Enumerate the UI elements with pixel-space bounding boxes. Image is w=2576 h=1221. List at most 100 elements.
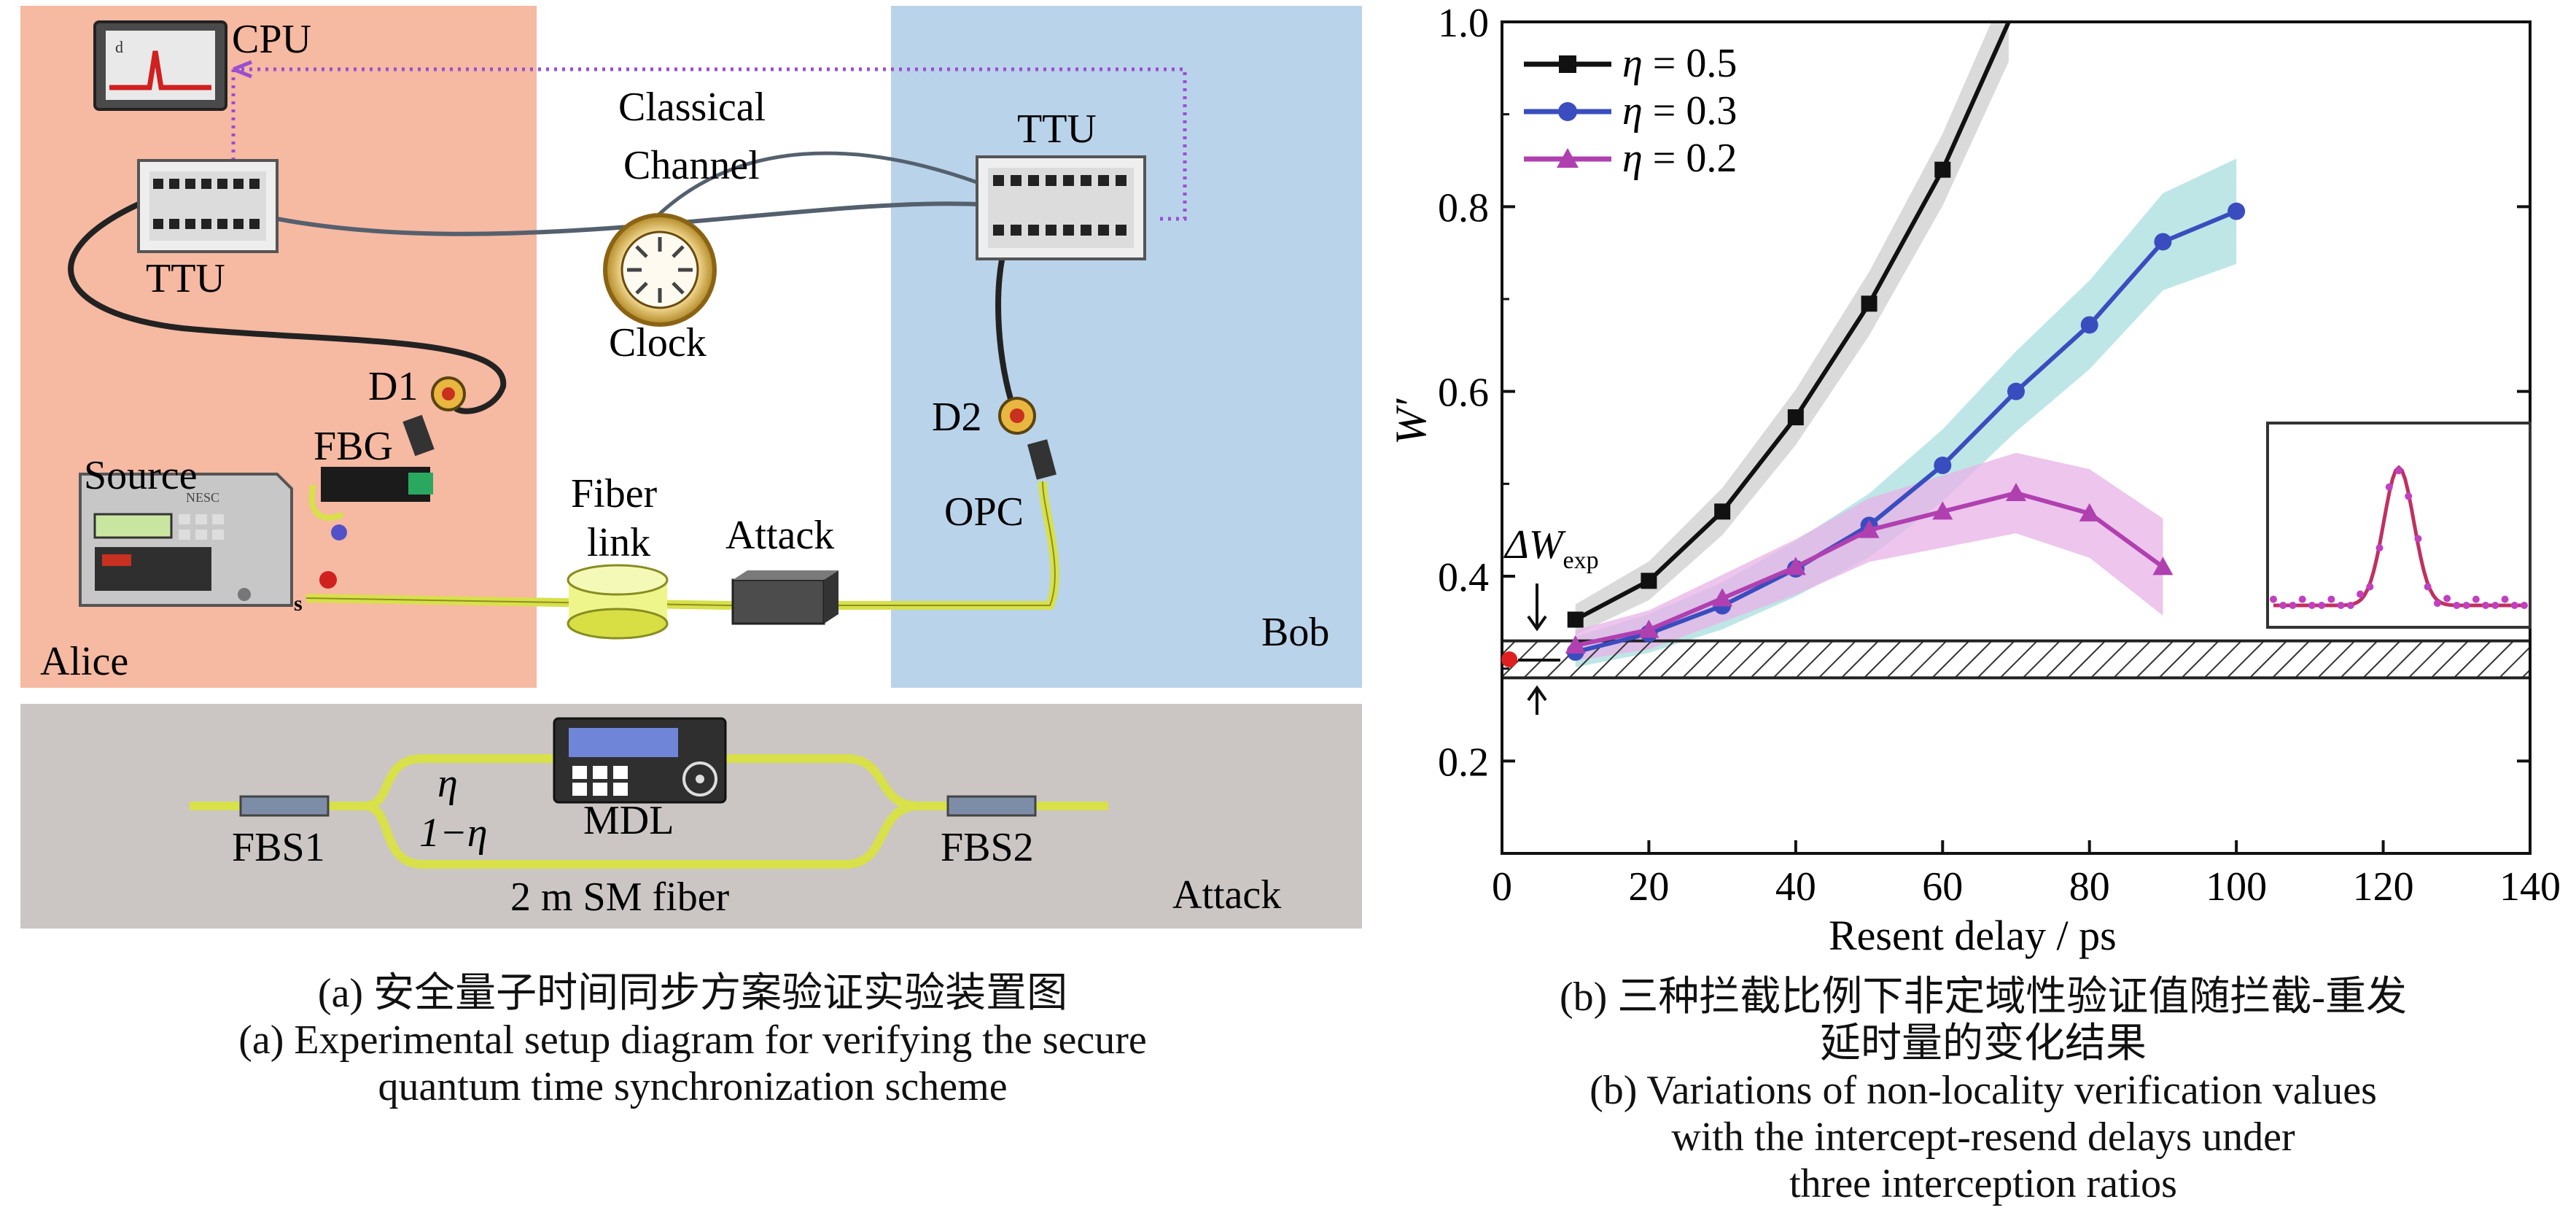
cpu-label: CPU xyxy=(232,17,311,62)
caption-b-line-1: (b) 三种拦截比例下非定域性验证值随拦截-重发 xyxy=(1560,974,2407,1020)
x-tick-label: 120 xyxy=(2353,864,2414,910)
x-tick-label: 100 xyxy=(2206,864,2267,910)
x-tick-label: 80 xyxy=(2069,864,2110,910)
y-tick-label: 1.0 xyxy=(1438,1,1489,46)
marker-square xyxy=(1861,295,1877,312)
d2-cable xyxy=(995,239,1016,410)
classical-label: Classical xyxy=(618,85,766,130)
attack-box xyxy=(731,570,838,625)
clock-icon xyxy=(603,213,717,327)
ttu-clock-cable xyxy=(633,151,978,242)
caption-a: (a) 安全量子时间同步方案验证实验装置图 (a) Experimental s… xyxy=(73,970,1312,1110)
d1-detector xyxy=(402,376,466,457)
caption-b: (b) 三种拦截比例下非定域性验证值随拦截-重发 延时量的变化结果 (b) Va… xyxy=(1415,974,2552,1207)
link-label: link xyxy=(587,520,650,565)
inset-point xyxy=(2366,583,2374,591)
bob-label: Bob xyxy=(1261,610,1329,655)
fbg-module xyxy=(321,467,433,502)
source-brand: NESC xyxy=(186,490,219,505)
marker-triangle xyxy=(2006,483,2026,501)
x-tick-label: 0 xyxy=(1492,864,1512,910)
delta-w-label: ΔWexp xyxy=(1503,522,1599,574)
inset-point xyxy=(2521,602,2528,609)
bob-region xyxy=(891,6,1362,688)
fiber-link-spool xyxy=(567,564,669,640)
caption-b-line-5: three interception ratios xyxy=(1789,1161,2177,1206)
d1-label: D1 xyxy=(368,364,418,409)
inset-point xyxy=(2405,492,2413,500)
legend-entry-eta-05: η = 0.5 xyxy=(1622,41,1737,86)
inset-point xyxy=(2501,595,2509,603)
inset-point xyxy=(2453,602,2461,609)
marker-square xyxy=(1934,161,1951,178)
eta-label: η xyxy=(437,761,458,806)
inset-point xyxy=(2385,483,2393,491)
inset-point xyxy=(2424,583,2432,591)
inset-point xyxy=(2318,602,2326,609)
fbs1-label: FBS1 xyxy=(232,825,325,870)
data-series xyxy=(1565,22,2246,661)
marker-triangle xyxy=(1638,619,1659,638)
inset-point xyxy=(2395,467,2402,475)
marker-triangle xyxy=(2152,557,2174,575)
inset-point xyxy=(2443,594,2451,602)
cpu-link xyxy=(233,60,252,79)
one-minus-eta-label: 1−η xyxy=(419,810,488,856)
marker-circle xyxy=(2080,316,2098,334)
inset-point xyxy=(2482,602,2490,609)
marker-square xyxy=(1714,503,1731,520)
marker-triangle xyxy=(1712,588,1733,607)
marker-circle xyxy=(1934,457,1952,474)
opc-label: OPC xyxy=(944,489,1024,535)
caption-a-line-2: (a) Experimental setup diagram for verif… xyxy=(238,1018,1147,1063)
inset-point xyxy=(2357,590,2365,598)
legend-marker-square xyxy=(1559,55,1576,73)
sm-fiber-label: 2 m SM fiber xyxy=(510,875,730,920)
inset-point xyxy=(2433,600,2441,608)
alice-label: Alice xyxy=(40,639,128,684)
fiber-label: Fiber xyxy=(571,471,658,516)
x-axis-label: Resent delay / ps xyxy=(1829,912,2117,959)
marker-triangle xyxy=(2079,503,2100,522)
marker-triangle xyxy=(1565,635,1586,654)
source-red-dot xyxy=(319,571,337,589)
red-initial-point xyxy=(1501,651,1518,667)
inset-point xyxy=(2327,595,2335,603)
inset-point xyxy=(2279,602,2287,609)
y-tick-label: 0.8 xyxy=(1438,185,1489,230)
inset-point xyxy=(2472,595,2480,603)
inset-point xyxy=(2337,602,2345,609)
ttu-left-box xyxy=(137,159,279,253)
inset-point xyxy=(2346,602,2354,609)
caption-a-line-3: quantum time synchronization scheme xyxy=(378,1064,1008,1109)
series-line-1 xyxy=(1574,209,2238,654)
band-1 xyxy=(1575,158,2237,667)
x-tick-label: 60 xyxy=(1922,864,1963,910)
attack-box-label: Attack xyxy=(725,513,834,558)
ttu-right-label: TTU xyxy=(1017,106,1097,152)
d1-cable xyxy=(68,201,507,414)
marker-circle xyxy=(2007,382,2025,400)
attack-region-label: Attack xyxy=(1172,872,1281,918)
inset-point xyxy=(2510,602,2518,609)
classical-link xyxy=(233,67,1187,221)
svg-text:d: d xyxy=(115,38,123,56)
y-tick-label: 0.2 xyxy=(1438,740,1489,785)
channel-label: Channel xyxy=(623,143,760,188)
inset-plot xyxy=(2266,422,2532,629)
inset-point xyxy=(2289,602,2297,609)
inset-point xyxy=(2298,595,2306,603)
ttu-left-label: TTU xyxy=(146,256,225,301)
mdl-device xyxy=(553,717,727,804)
marker-triangle xyxy=(1785,557,1806,575)
x-tick-label: 40 xyxy=(1775,864,1816,910)
x-tick-label: 140 xyxy=(2499,864,2561,910)
marker-circle xyxy=(2227,202,2246,220)
y-axis-label: W′ xyxy=(1387,398,1435,445)
delta-w-annotation: ΔWexp xyxy=(1503,522,1599,715)
bound-band xyxy=(1501,639,2532,680)
marker-square xyxy=(1787,409,1804,426)
inset-point xyxy=(2414,535,2422,543)
